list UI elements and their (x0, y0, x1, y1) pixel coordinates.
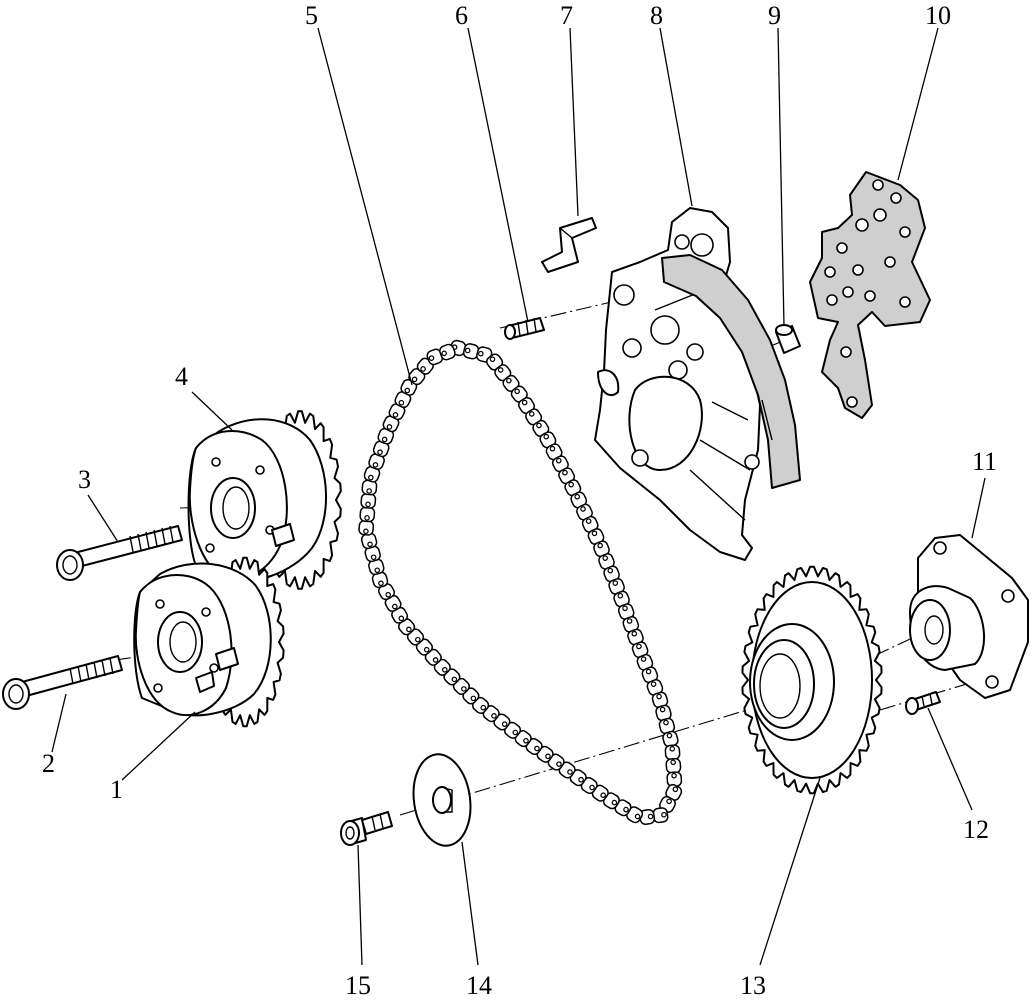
chain-link (358, 519, 375, 536)
callout-15: 15 (345, 971, 371, 1000)
part-13-crank-sprocket (741, 565, 883, 795)
chain-link (359, 506, 376, 523)
part-14-washer (412, 753, 472, 847)
callout-7: 7 (560, 1, 573, 30)
chain-link (626, 806, 644, 824)
chain-link (627, 628, 644, 646)
chain-link (382, 415, 400, 433)
part-15-socket-bolt (340, 811, 393, 846)
part-9-sleeve (775, 324, 801, 354)
chain-link (665, 757, 682, 774)
chain-link (368, 453, 385, 470)
chain-link (545, 443, 563, 461)
part-8-guide-bracket (594, 207, 801, 561)
part-10-plate (809, 171, 931, 419)
chain-link (443, 668, 461, 686)
part-5-timing-chain (358, 339, 683, 826)
chain-link (602, 792, 620, 810)
chain-link (547, 753, 565, 771)
chain-link (631, 641, 649, 659)
chain-link (652, 807, 669, 824)
chain-link (361, 479, 378, 496)
callout-8: 8 (650, 1, 663, 30)
chain-link (415, 638, 433, 656)
callout-1: 1 (110, 775, 123, 804)
chain-link (388, 403, 406, 421)
callout-13: 13 (740, 971, 766, 1000)
chain-link (564, 479, 582, 497)
chain-link (502, 374, 520, 392)
chain-link (494, 364, 512, 382)
chain-link (394, 391, 412, 409)
callout-2: 2 (42, 749, 55, 778)
callout-9: 9 (768, 1, 781, 30)
chain-link (662, 730, 679, 748)
callout-labels: 1 2 3 4 5 6 7 8 9 10 11 12 13 14 15 (42, 1, 997, 1000)
chain-link (424, 648, 442, 666)
callout-3: 3 (78, 465, 91, 494)
part-7-clip (541, 217, 597, 273)
chain-link (378, 583, 395, 601)
chain-link (433, 658, 451, 676)
chain-link (408, 368, 426, 386)
part-1-camshaft-adjuster-lower (133, 556, 285, 728)
chain-link (384, 595, 402, 612)
callout-4: 4 (175, 362, 188, 391)
part-2-bolt (2, 655, 123, 710)
chain-link (452, 677, 470, 695)
callout-5: 5 (305, 1, 318, 30)
chain-link (641, 666, 659, 684)
chain-link (398, 618, 416, 636)
leader-lines (51, 27, 986, 966)
chain-link (613, 590, 630, 608)
chain-link (608, 578, 625, 595)
chain-link (426, 348, 444, 366)
callout-11: 11 (972, 447, 997, 476)
chain-link (558, 467, 576, 485)
part-6-bolt (504, 317, 545, 340)
chain-link (651, 691, 669, 709)
chain-link (539, 431, 557, 449)
chain-link (462, 687, 480, 705)
part-11-flange (909, 534, 1029, 699)
chain-link (593, 540, 610, 558)
callout-14: 14 (466, 971, 492, 1000)
chain-link (400, 378, 418, 396)
chain-link (364, 545, 381, 563)
chain-link (360, 492, 377, 509)
chain-link (664, 744, 681, 761)
chain-link (603, 565, 620, 583)
part-12-screw (905, 691, 941, 715)
chain-link (377, 427, 395, 445)
part-3-bolt (56, 525, 183, 581)
callout-10: 10 (925, 1, 951, 30)
chain-link (532, 419, 550, 437)
chain-link (587, 528, 605, 545)
callout-6: 6 (455, 1, 468, 30)
part-4-camshaft-adjuster-upper (187, 410, 342, 590)
callout-12: 12 (963, 815, 989, 844)
chain-link (439, 343, 456, 361)
chain-link (363, 465, 381, 483)
chain-link (614, 799, 632, 817)
